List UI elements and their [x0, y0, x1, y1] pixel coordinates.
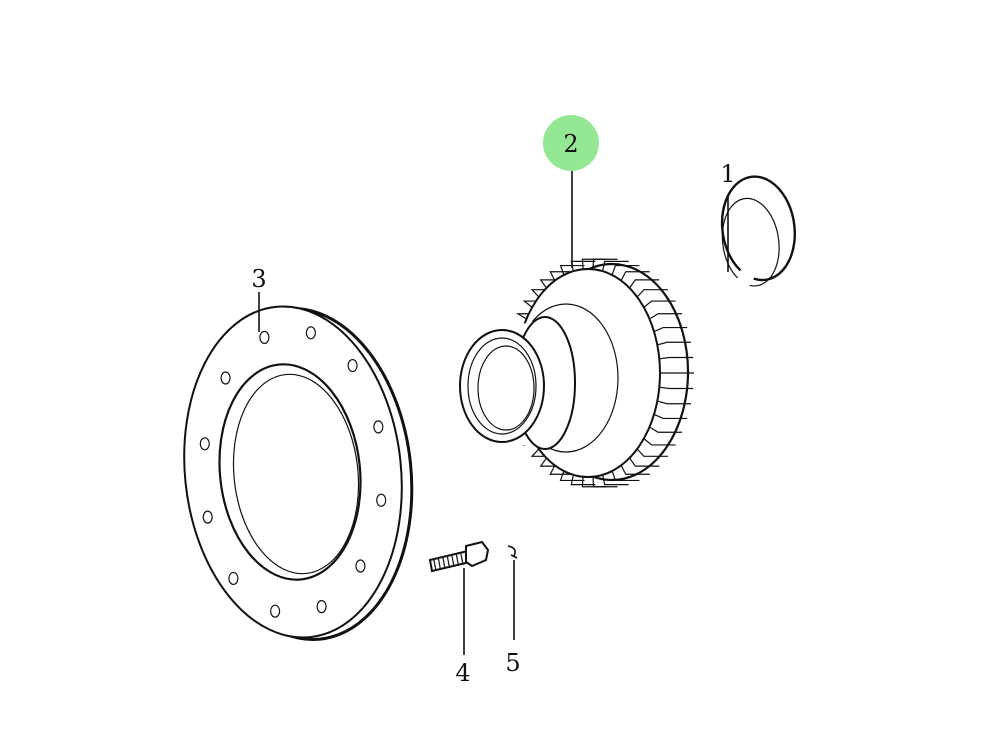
thread-line [442, 557, 446, 570]
gear-tooth [629, 457, 660, 467]
bolt-hole [220, 371, 231, 385]
bolt-hole [228, 571, 239, 586]
gear-tooth [643, 300, 676, 308]
bolt-hole [316, 600, 327, 614]
gear-tooth [620, 271, 650, 281]
gear-tooth [559, 264, 585, 276]
gear-tooth [549, 465, 575, 475]
bolt-hole [376, 493, 387, 507]
gear-tooth [592, 258, 618, 270]
gear-tooth [659, 356, 694, 360]
bolt[interactable] [428, 540, 490, 573]
gear-tooth [653, 326, 688, 333]
bolt-hole [373, 420, 384, 434]
callout-3[interactable]: 3 [251, 265, 266, 293]
bolt-hole [199, 437, 210, 451]
gear[interactable] [459, 258, 694, 488]
thread-line [460, 553, 464, 566]
gear-tooth [649, 426, 683, 433]
gear-tooth [629, 279, 660, 289]
callout-5[interactable]: 5 [505, 649, 520, 677]
thread-line [451, 555, 455, 568]
thread-line [446, 556, 451, 569]
callout-highlight [543, 115, 599, 171]
gear-tooth [657, 400, 691, 405]
bolt-hole [347, 358, 358, 373]
gear-tooth [611, 264, 640, 276]
bolt-hole [270, 604, 281, 618]
gear-tooth [657, 341, 691, 346]
gear-tooth [549, 271, 575, 281]
gear-tooth [602, 474, 629, 486]
gear-tooth [649, 313, 683, 320]
gear-tooth [611, 470, 640, 482]
gear-tooth [602, 260, 629, 272]
callout-2[interactable]: 2 [563, 130, 578, 158]
gear-tooth [636, 289, 668, 298]
snap-ring[interactable] [716, 172, 802, 290]
flange-plate[interactable] [168, 296, 428, 651]
bolt-hole [202, 510, 213, 524]
callout-4[interactable]: 4 [455, 659, 470, 687]
gear-tooth [620, 465, 650, 475]
gear-tooth [636, 448, 668, 457]
thread-line [433, 559, 437, 572]
bolt-hole [259, 330, 270, 344]
gear-tooth [659, 386, 694, 390]
callout-1[interactable]: 1 [720, 160, 735, 188]
thread-line [455, 554, 460, 567]
thread-line [437, 558, 442, 571]
bolt-hole [355, 559, 366, 573]
gear-tooth [643, 438, 676, 446]
gear-tooth [653, 413, 688, 420]
washer[interactable] [507, 545, 518, 559]
gear-tooth [570, 474, 596, 486]
bolt-hole [305, 326, 316, 340]
bolt-holes [199, 326, 387, 618]
